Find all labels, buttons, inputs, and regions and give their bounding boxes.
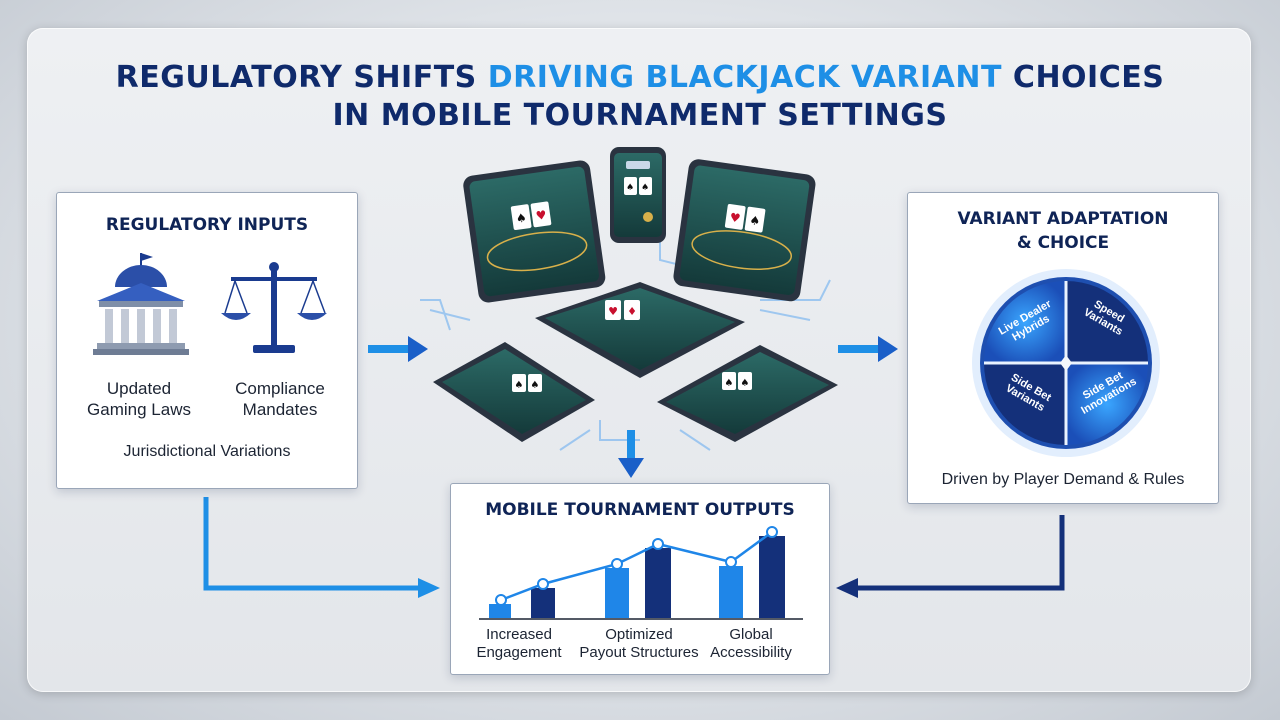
label-line: Global: [729, 626, 773, 643]
svg-text:♦: ♦: [627, 305, 637, 318]
tablet-icon: ♠ ♠: [657, 345, 838, 442]
svg-text:♠: ♠: [515, 210, 528, 225]
title-line-2: IN MOBILE TOURNAMENT SETTINGS: [332, 98, 948, 133]
label-line: Accessibility: [710, 644, 792, 661]
svg-text:♠: ♠: [741, 378, 750, 389]
tablet-icon: ♠ ♥: [463, 160, 606, 303]
svg-text:♠: ♠: [626, 183, 634, 193]
title-line-1: REGULATORY SHIFTS DRIVING BLACKJACK VARI…: [60, 60, 1220, 95]
updated-gaming-laws-label: Updated Gaming Laws: [87, 379, 191, 419]
scales-icon: [221, 262, 327, 353]
regulatory-inputs-panel: REGULATORY INPUTS Upda: [56, 192, 358, 489]
label-line: Optimized: [605, 626, 673, 643]
svg-text:♠: ♠: [531, 380, 540, 391]
svg-text:♠: ♠: [749, 213, 762, 228]
courthouse-icon: [93, 253, 189, 355]
label-line: Engagement: [476, 644, 562, 661]
svg-text:♥: ♥: [729, 210, 742, 225]
svg-text:♠: ♠: [515, 380, 524, 391]
tablet-icon: ♥ ♦: [535, 282, 745, 378]
arrow-icon: [838, 336, 898, 362]
label-line: Increased: [486, 626, 552, 643]
title-part-c: CHOICES: [1012, 60, 1165, 95]
playing-card-icon: ♠ ♥: [510, 201, 552, 231]
title-part-a: REGULATORY SHIFTS: [115, 60, 477, 95]
arrow-icon: [368, 336, 428, 362]
arrow-icon: [203, 497, 420, 591]
increased-engagement-label: Increased Engagement: [459, 626, 579, 662]
variant-adaptation-title-line-2: & CHOICE: [1016, 233, 1110, 253]
driven-by-player-demand-label: Driven by Player Demand & Rules: [941, 471, 1185, 488]
mobile-tournament-outputs-title: MOBILE TOURNAMENT OUTPUTS: [485, 500, 795, 520]
jurisdictional-variations-label: Jurisdictional Variations: [123, 443, 291, 460]
variant-adaptation-panel: VARIANT ADAPTATION & CHOICE Live Dealer …: [907, 192, 1219, 504]
regulatory-inputs-title: REGULATORY INPUTS: [105, 215, 309, 235]
optimized-payout-structures-label: Optimized Payout Structures: [571, 626, 707, 662]
arrow-icon: [856, 515, 1065, 591]
title-part-accent: DRIVING BLACKJACK VARIANT: [487, 60, 1002, 95]
smartphone-icon: ♠ ♠: [610, 147, 666, 243]
arrow-icon: [418, 578, 440, 598]
svg-text:♥: ♥: [608, 305, 618, 318]
svg-text:♥: ♥: [535, 208, 548, 223]
label-line: Payout Structures: [579, 644, 699, 661]
tablet-icon: ♥ ♠: [673, 159, 816, 302]
variant-adaptation-title-line-1: VARIANT ADAPTATION: [957, 209, 1169, 229]
arrow-icon: [618, 430, 644, 478]
compliance-mandates-label: Compliance Mandates: [235, 379, 325, 419]
mobile-tournament-outputs-panel: MOBILE TOURNAMENT OUTPUTS Increased Enga…: [450, 483, 830, 675]
global-accessibility-label: Global Accessibility: [701, 626, 801, 662]
tablet-icon: ♠ ♠: [433, 342, 595, 442]
svg-text:♠: ♠: [725, 378, 734, 389]
svg-text:♠: ♠: [641, 183, 649, 193]
variant-wheel-icon: [972, 269, 1160, 457]
arrow-icon: [836, 578, 858, 598]
bar-chart-icon: [479, 526, 803, 620]
